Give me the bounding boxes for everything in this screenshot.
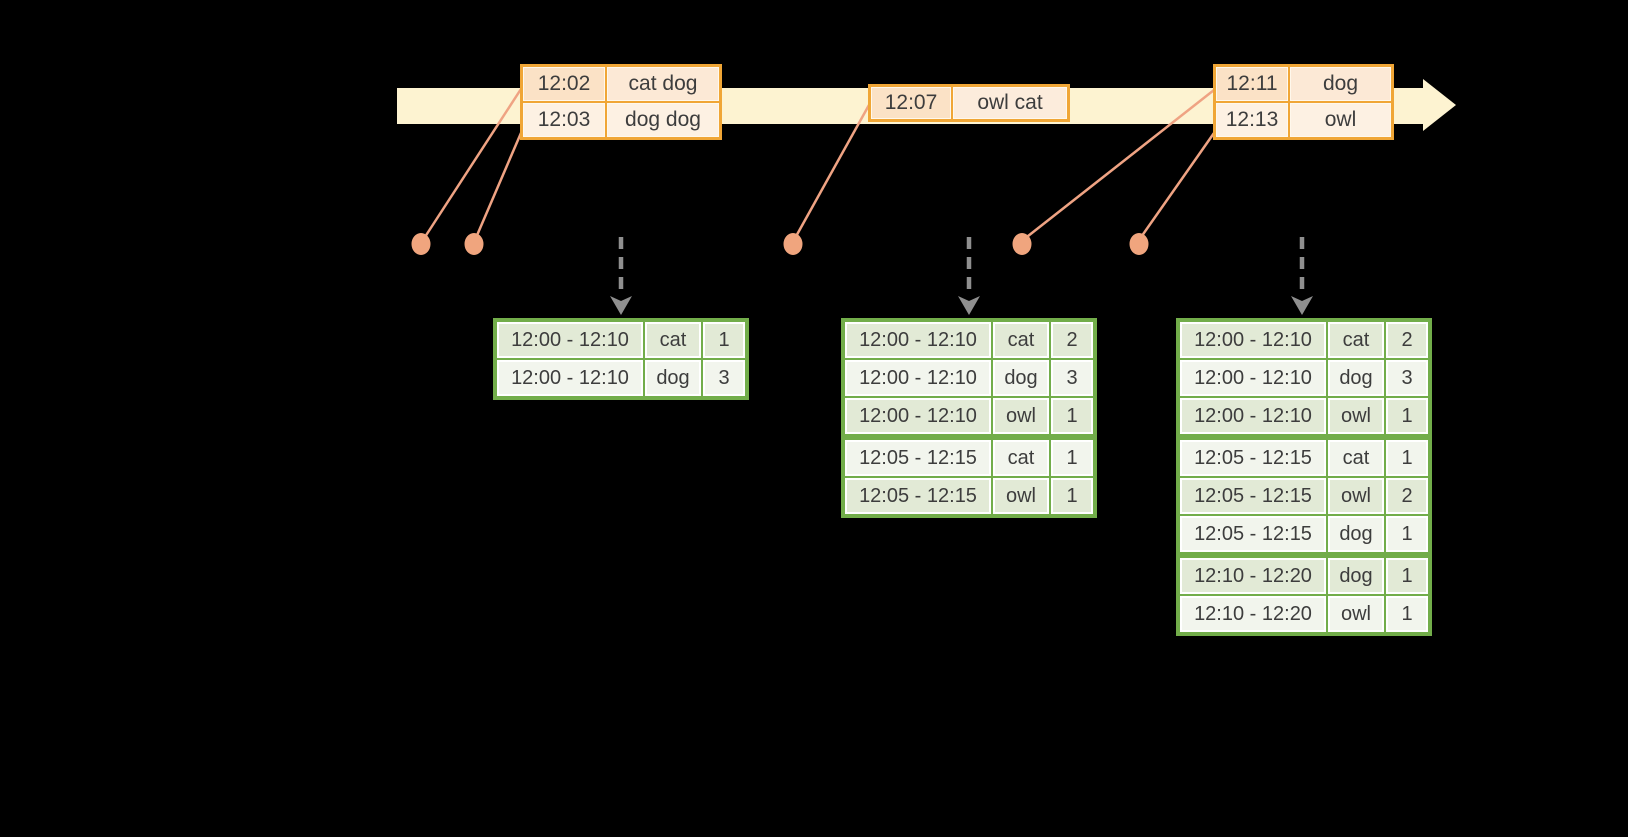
event-time-cell: 12:11 bbox=[1216, 67, 1288, 101]
word-cell: owl bbox=[993, 478, 1049, 514]
window-cell: 12:05 - 12:15 bbox=[1180, 440, 1326, 476]
word-cell: dog bbox=[1328, 516, 1384, 552]
result-row: 12:05 - 12:15 cat 1 bbox=[845, 440, 1093, 476]
result-table-2: 12:00 - 12:10 cat 2 12:00 - 12:10 dog 3 … bbox=[841, 318, 1097, 518]
event-time-cell: 12:03 bbox=[523, 103, 605, 137]
result-row: 12:10 - 12:20 dog 1 bbox=[1180, 558, 1428, 594]
connector-line bbox=[421, 88, 523, 241]
result-table-1: 12:00 - 12:10 cat 1 12:00 - 12:10 dog 3 bbox=[493, 318, 749, 400]
result-row: 12:05 - 12:15 cat 1 bbox=[1180, 440, 1428, 476]
window-cell: 12:00 - 12:10 bbox=[845, 322, 991, 358]
event-words-cell: dog bbox=[1290, 67, 1391, 101]
count-cell: 2 bbox=[1386, 322, 1428, 358]
count-cell: 1 bbox=[1051, 478, 1093, 514]
result-row: 12:00 - 12:10 cat 2 bbox=[845, 322, 1093, 358]
word-cell: cat bbox=[993, 440, 1049, 476]
result-row: 12:05 - 12:15 owl 2 bbox=[1180, 478, 1428, 514]
event-dot-icon bbox=[411, 233, 431, 255]
count-cell: 1 bbox=[1386, 558, 1428, 594]
event-table-2: 12:07 owl cat bbox=[868, 84, 1070, 122]
word-cell: dog bbox=[1328, 558, 1384, 594]
connector-line bbox=[1022, 89, 1215, 241]
event-words-cell: owl bbox=[1290, 103, 1391, 137]
count-cell: 3 bbox=[1386, 360, 1428, 396]
window-cell: 12:05 - 12:15 bbox=[845, 478, 991, 514]
event-table-3: 12:11 dog 12:13 owl bbox=[1213, 64, 1394, 140]
result-row: 12:05 - 12:15 owl 1 bbox=[845, 478, 1093, 514]
result-row: 12:10 - 12:20 owl 1 bbox=[1180, 596, 1428, 632]
word-cell: dog bbox=[993, 360, 1049, 396]
count-cell: 3 bbox=[1051, 360, 1093, 396]
window-cell: 12:00 - 12:10 bbox=[1180, 360, 1326, 396]
window-cell: 12:00 - 12:10 bbox=[1180, 322, 1326, 358]
event-words-cell: dog dog bbox=[607, 103, 719, 137]
event-dot-icon bbox=[783, 233, 803, 255]
word-cell: cat bbox=[1328, 322, 1384, 358]
result-row: 12:00 - 12:10 dog 3 bbox=[497, 360, 745, 396]
result-row: 12:05 - 12:15 dog 1 bbox=[1180, 516, 1428, 552]
trigger-arrowhead-icon bbox=[610, 296, 632, 315]
word-cell: owl bbox=[1328, 478, 1384, 514]
trigger-arrowhead-icon bbox=[958, 296, 980, 315]
event-words-cell: owl cat bbox=[953, 87, 1067, 119]
word-cell: owl bbox=[993, 398, 1049, 434]
count-cell: 1 bbox=[1051, 440, 1093, 476]
window-cell: 12:10 - 12:20 bbox=[1180, 596, 1326, 632]
event-dot-icon bbox=[1129, 233, 1149, 255]
count-cell: 2 bbox=[1386, 478, 1428, 514]
connector-line bbox=[1137, 132, 1216, 241]
result-row: 12:00 - 12:10 owl 1 bbox=[1180, 398, 1428, 434]
event-time-cell: 12:02 bbox=[523, 67, 605, 101]
event-time-cell: 12:07 bbox=[871, 87, 951, 119]
word-cell: owl bbox=[1328, 596, 1384, 632]
window-cell: 12:00 - 12:10 bbox=[497, 322, 643, 358]
word-cell: dog bbox=[645, 360, 701, 396]
window-cell: 12:05 - 12:15 bbox=[1180, 478, 1326, 514]
count-cell: 2 bbox=[1051, 322, 1093, 358]
count-cell: 1 bbox=[1386, 398, 1428, 434]
connector-line bbox=[792, 104, 871, 241]
result-row: 12:00 - 12:10 dog 3 bbox=[845, 360, 1093, 396]
window-cell: 12:00 - 12:10 bbox=[845, 360, 991, 396]
count-cell: 1 bbox=[1051, 398, 1093, 434]
result-row: 12:00 - 12:10 owl 1 bbox=[845, 398, 1093, 434]
count-cell: 1 bbox=[1386, 596, 1428, 632]
word-cell: cat bbox=[993, 322, 1049, 358]
result-row: 12:00 - 12:10 cat 2 bbox=[1180, 322, 1428, 358]
event-time-cell: 12:13 bbox=[1216, 103, 1288, 137]
window-cell: 12:00 - 12:10 bbox=[845, 398, 991, 434]
event-dot-icon bbox=[464, 233, 484, 255]
window-cell: 12:00 - 12:10 bbox=[1180, 398, 1326, 434]
window-cell: 12:05 - 12:15 bbox=[1180, 516, 1326, 552]
trigger-arrowhead-icon bbox=[1291, 296, 1313, 315]
event-table-1: 12:02 cat dog 12:03 dog dog bbox=[520, 64, 722, 140]
result-table-3: 12:00 - 12:10 cat 2 12:00 - 12:10 dog 3 … bbox=[1176, 318, 1432, 636]
count-cell: 1 bbox=[703, 322, 745, 358]
window-cell: 12:00 - 12:10 bbox=[497, 360, 643, 396]
word-cell: cat bbox=[1328, 440, 1384, 476]
result-row: 12:00 - 12:10 dog 3 bbox=[1180, 360, 1428, 396]
window-cell: 12:05 - 12:15 bbox=[845, 440, 991, 476]
word-cell: owl bbox=[1328, 398, 1384, 434]
window-cell: 12:10 - 12:20 bbox=[1180, 558, 1326, 594]
result-row: 12:00 - 12:10 cat 1 bbox=[497, 322, 745, 358]
word-cell: dog bbox=[1328, 360, 1384, 396]
connector-line bbox=[473, 125, 526, 241]
count-cell: 3 bbox=[703, 360, 745, 396]
word-cell: cat bbox=[645, 322, 701, 358]
timeline-arrowhead-icon bbox=[1423, 79, 1456, 131]
event-words-cell: cat dog bbox=[607, 67, 719, 101]
event-dot-icon bbox=[1012, 233, 1032, 255]
count-cell: 1 bbox=[1386, 440, 1428, 476]
count-cell: 1 bbox=[1386, 516, 1428, 552]
